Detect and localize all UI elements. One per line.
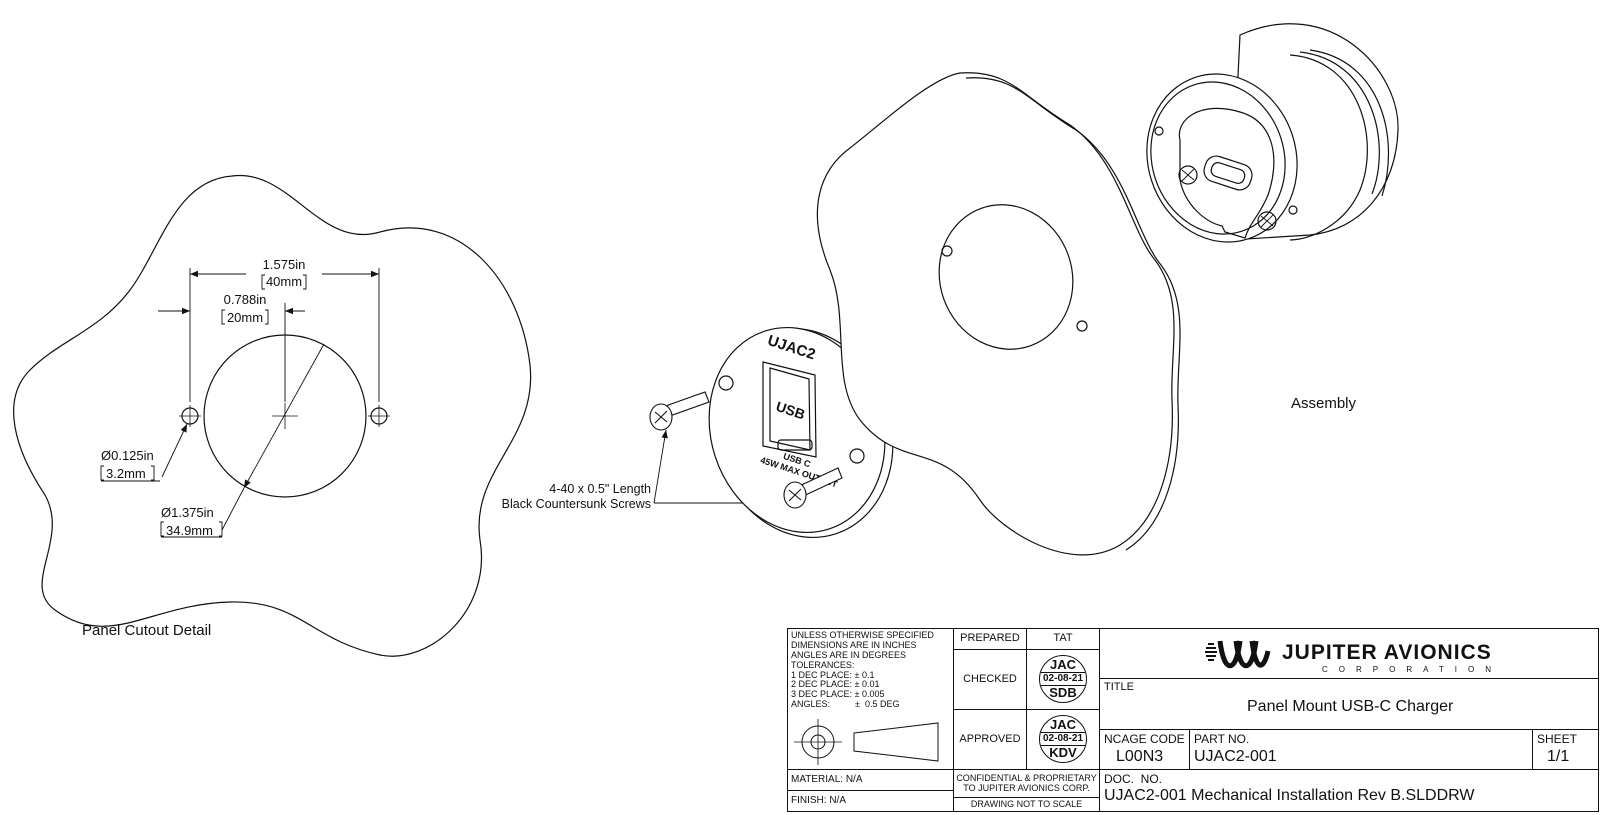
screw-callout-line2: Black Countersunk Screws	[502, 497, 651, 511]
dim-hole-in: Ø0.125in	[101, 448, 154, 463]
company-sub: CORPORATION	[1322, 665, 1502, 674]
sheet-label: SHEET	[1537, 732, 1578, 746]
projection-symbol-cell	[788, 715, 954, 770]
panel-cutout-view	[13, 174, 532, 657]
checked-label: CHECKED	[954, 650, 1027, 710]
finish-cell: FINISH: N/A	[788, 791, 954, 812]
stamp-by: SDB	[1049, 685, 1077, 700]
stamp-initials: JAC	[1049, 657, 1076, 672]
dim-hole-mm: 3.2mm	[106, 466, 146, 481]
title-cell: TITLE Panel Mount USB-C Charger	[1100, 679, 1599, 730]
scale-note: DRAWING NOT TO SCALE	[954, 798, 1100, 812]
note-line: TOLERANCES:	[791, 659, 855, 670]
dim-half-in: 0.788in	[224, 292, 267, 307]
company-logo-cell: JUPITER AVIONICS CORPORATION	[1100, 629, 1599, 679]
dim-overall-in: 1.575in	[263, 257, 306, 272]
assembly-view	[1146, 23, 1399, 243]
doc-cell: DOC. NO. UJAC2-001 Mechanical Installati…	[1100, 770, 1599, 812]
drawing-title: Panel Mount USB-C Charger	[1247, 698, 1454, 715]
sheet-number: 1/1	[1547, 748, 1570, 765]
confidential-cell: CONFIDENTIAL & PROPRIETARY TO JUPITER AV…	[954, 770, 1100, 798]
doc-label: DOC. NO.	[1104, 772, 1163, 786]
stamp-by: KDV	[1049, 745, 1077, 760]
cutout-view-title: Panel Cutout Detail	[82, 622, 211, 639]
dim-overall-mm: 40mm	[266, 274, 302, 289]
ncage-code: L00N3	[1116, 748, 1164, 765]
dim-cutout-in: Ø1.375in	[161, 505, 214, 520]
approved-label: APPROVED	[954, 710, 1027, 770]
part-label: PART NO.	[1194, 732, 1250, 746]
note-line: 3 DEC PLACE: ± 0.005	[791, 689, 885, 700]
tolerance-notes: UNLESS OTHERWISE SPECIFIED DIMENSIONS AR…	[788, 629, 954, 715]
note-line: ANGLES: ± 0.5 DEG	[791, 699, 900, 710]
sheet-cell: SHEET 1/1	[1533, 730, 1599, 770]
part-cell: PART NO. UJAC2-001	[1190, 730, 1533, 770]
screw-right	[783, 467, 843, 509]
confidential-line1: CONFIDENTIAL & PROPRIETARY	[956, 772, 1097, 783]
dim-cutout-mm: 34.9mm	[166, 523, 213, 538]
material-cell: MATERIAL: N/A	[788, 770, 954, 791]
dim-half-mm: 20mm	[227, 310, 263, 325]
stamp-date: 02-08-21	[1040, 672, 1086, 686]
third-angle-projection-icon	[794, 719, 939, 765]
stamp-date: 02-08-21	[1040, 732, 1086, 746]
screw-callout-line1: 4-40 x 0.5" Length	[549, 482, 651, 496]
note-line: DIMENSIONS ARE IN INCHES	[791, 639, 917, 650]
company-name: JUPITER AVIONICS	[1282, 641, 1492, 664]
screw-left	[649, 391, 710, 431]
ncage-label: NCAGE CODE	[1104, 732, 1185, 746]
note-line: 1 DEC PLACE: ± 0.1	[791, 669, 875, 680]
mm-brackets	[100, 274, 307, 538]
prepared-label: PREPARED	[954, 629, 1027, 650]
checked-stamp: JAC 02-08-21 SDB	[1039, 655, 1087, 703]
panel-plate-part	[816, 72, 1181, 556]
note-line: ANGLES ARE IN DEGREES	[791, 649, 907, 660]
title-block: UNLESS OTHERWISE SPECIFIED DIMENSIONS AR…	[787, 628, 1599, 812]
title-label: TITLE	[1104, 681, 1134, 693]
note-line: UNLESS OTHERWISE SPECIFIED	[791, 630, 934, 640]
cutout-dimension-labels: 1.575in 40mm 0.788in 20mm Ø0.125in 3.2mm…	[101, 257, 305, 538]
note-line: 2 DEC PLACE: ± 0.01	[791, 679, 880, 690]
assembly-view-title: Assembly	[1291, 395, 1357, 412]
stamp-initials: JAC	[1049, 717, 1076, 732]
tat-label: TAT	[1027, 629, 1100, 650]
checked-stamp-cell: JAC 02-08-21 SDB	[1027, 650, 1100, 710]
ncage-cell: NCAGE CODE L00N3	[1100, 730, 1190, 770]
jupiter-avionics-logo: JUPITER AVIONICS CORPORATION	[1205, 640, 1502, 674]
approved-stamp: JAC 02-08-21 KDV	[1039, 715, 1087, 763]
panel-blob-outline	[13, 174, 532, 657]
confidential-line2: TO JUPITER AVIONICS CORP.	[963, 782, 1090, 793]
part-number: UJAC2-001	[1194, 748, 1277, 765]
approved-stamp-cell: JAC 02-08-21 KDV	[1027, 710, 1100, 770]
doc-number: UJAC2-001 Mechanical Installation Rev B.…	[1104, 787, 1475, 804]
